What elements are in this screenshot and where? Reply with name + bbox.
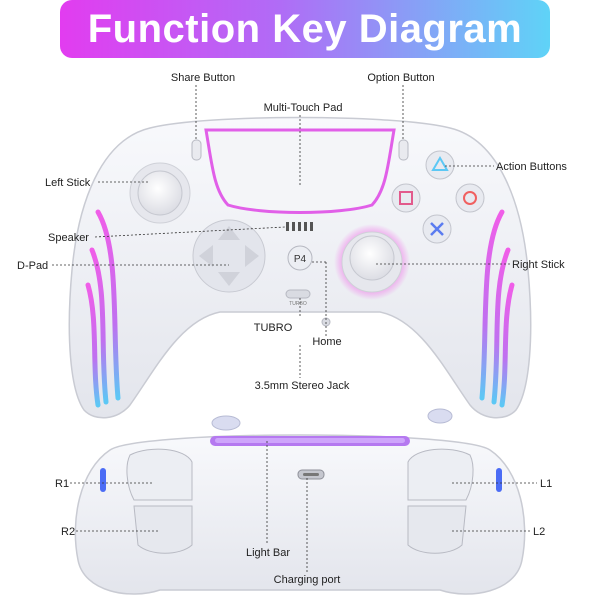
- left-side-led: [100, 468, 106, 492]
- right-side-led: [496, 468, 502, 492]
- d-pad[interactable]: [192, 219, 266, 293]
- label-stereo-jack: 3.5mm Stereo Jack: [255, 380, 350, 392]
- label-option-button: Option Button: [367, 72, 434, 84]
- circle-button[interactable]: [455, 183, 485, 213]
- l1-l2-triggers[interactable]: [407, 448, 474, 554]
- right-stick-top-nub: [427, 408, 453, 424]
- callout-labels: Share Button Option Button Multi-Touch P…: [17, 72, 567, 586]
- action-buttons[interactable]: [391, 150, 485, 244]
- diagram-title: Function Key Diagram: [87, 6, 523, 51]
- label-speaker: Speaker: [48, 232, 89, 244]
- leader-lines: [52, 85, 537, 572]
- turbo-button[interactable]: TURBO: [285, 289, 311, 307]
- triangle-button[interactable]: [425, 150, 455, 180]
- speaker-grille: [286, 222, 313, 231]
- p4-button-label: P4: [294, 254, 307, 265]
- label-l1: L1: [540, 478, 552, 490]
- label-left-stick: Left Stick: [45, 177, 91, 189]
- turbo-button-label: TURBO: [289, 301, 307, 307]
- p4-button[interactable]: P4: [287, 245, 313, 271]
- square-button[interactable]: [391, 183, 421, 213]
- label-r2: R2: [61, 526, 75, 538]
- label-home: Home: [312, 336, 341, 348]
- left-stick-top-nub: [211, 415, 241, 431]
- label-light-bar: Light Bar: [246, 547, 290, 559]
- left-stick[interactable]: [129, 162, 191, 224]
- option-button[interactable]: [398, 139, 409, 161]
- title-banner: Function Key Diagram: [60, 0, 550, 58]
- label-action-buttons: Action Buttons: [496, 161, 567, 173]
- label-d-pad: D-Pad: [17, 260, 48, 272]
- r1-r2-triggers[interactable]: [126, 448, 193, 554]
- share-button[interactable]: [191, 139, 202, 161]
- right-stick[interactable]: [334, 224, 410, 300]
- label-r1: R1: [55, 478, 69, 490]
- controller-front-view: P4 TURBO: [68, 116, 532, 419]
- right-led-stripes: [479, 209, 515, 408]
- controller-top-view: [74, 408, 526, 595]
- label-share-button: Share Button: [171, 72, 235, 84]
- label-right-stick: Right Stick: [512, 259, 565, 271]
- label-l2: L2: [533, 526, 545, 538]
- label-charging-port: Charging port: [274, 574, 341, 586]
- label-multi-touch-pad: Multi-Touch Pad: [264, 102, 343, 114]
- label-tubro: TUBRO: [254, 322, 293, 334]
- left-led-stripes: [85, 209, 121, 408]
